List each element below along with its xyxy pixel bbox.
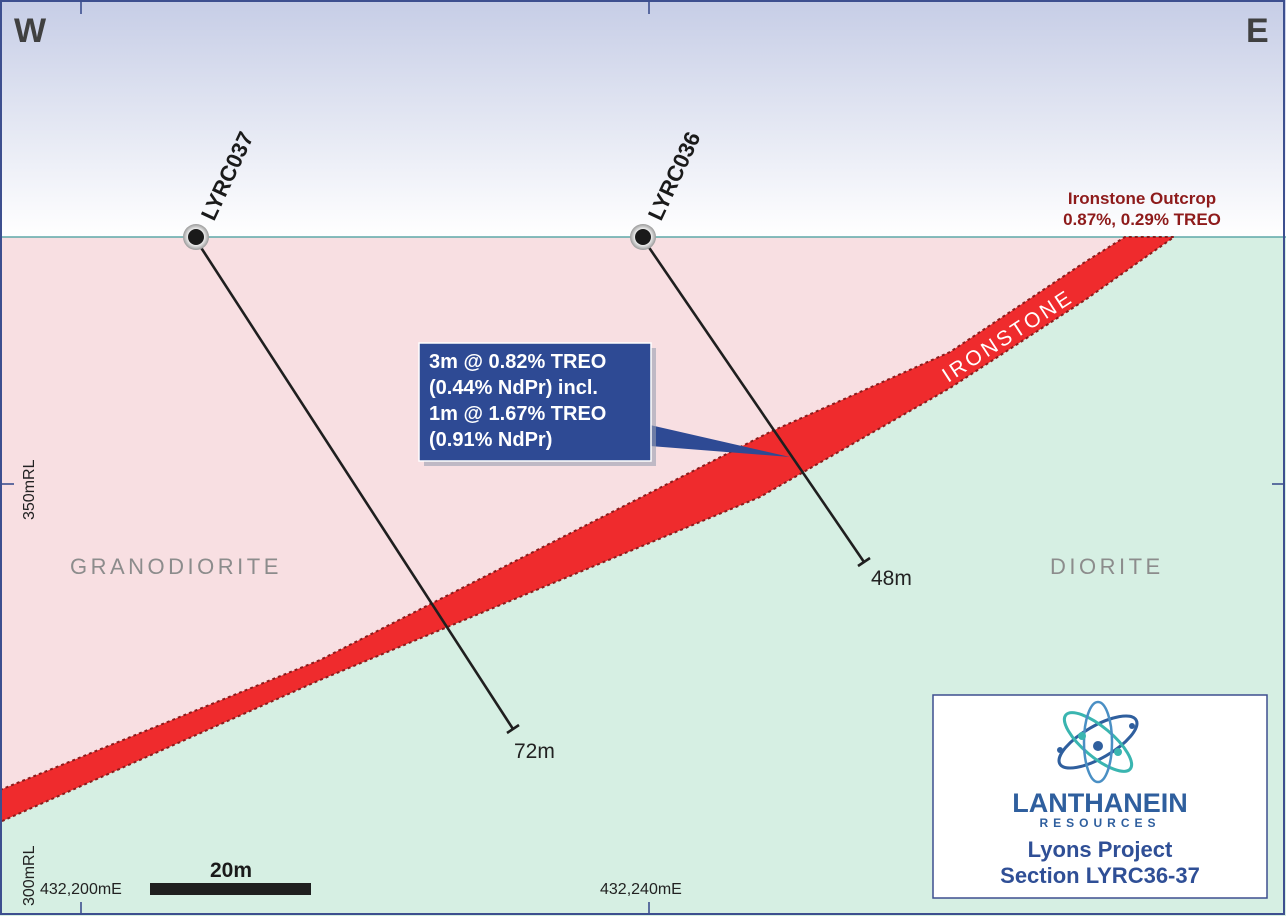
hole-depth-label: 48m — [871, 567, 912, 590]
end-of-hole-tick — [506, 723, 520, 735]
title-block-frame — [932, 694, 1268, 899]
callout-box — [418, 342, 652, 462]
west-label: W — [14, 12, 47, 50]
elevation-label-350: 350mRL — [21, 459, 38, 520]
east-label: E — [1246, 12, 1269, 50]
ironstone-vein — [0, 236, 1178, 824]
callout-pointer — [650, 425, 790, 457]
intercept-callout: 3m @ 0.82% TREO (0.44% NdPr) incl. 1m @ … — [418, 342, 790, 466]
diorite-label: DIORITE — [1050, 554, 1164, 579]
callout-line-3: 1m @ 1.67% TREO — [429, 403, 606, 425]
elevation-label-300: 300mRL — [21, 845, 38, 906]
section-name: Section LYRC36-37 — [1000, 863, 1200, 888]
logo-name: LANTHANEIN — [1012, 788, 1188, 818]
easting-label-left: 432,200mE — [40, 881, 122, 898]
callout-line-1: 3m @ 0.82% TREO — [429, 351, 606, 373]
atom-logo-icon — [1057, 700, 1139, 784]
scale-bar — [150, 883, 311, 895]
callout-line-2: (0.44% NdPr) incl. — [429, 377, 598, 399]
granodiorite-label: GRANODIORITE — [70, 554, 282, 579]
scale-bar-label: 20m — [210, 859, 252, 882]
drillhole-trace — [198, 245, 515, 730]
easting-label-middle: 432,240mE — [600, 881, 682, 898]
callout-line-4: (0.91% NdPr) — [429, 429, 552, 451]
outcrop-title: Ironstone Outcrop — [1068, 189, 1216, 208]
collar-dot — [635, 229, 651, 245]
drillhole-trace — [646, 245, 866, 563]
hole-depth-label: 72m — [514, 740, 555, 763]
outcrop-values: 0.87%, 0.29% TREO — [1063, 210, 1221, 229]
sky-area — [0, 0, 1286, 237]
end-of-hole-tick — [857, 556, 871, 568]
project-name: Lyons Project — [1028, 837, 1173, 862]
collar-dot — [188, 229, 204, 245]
logo-subtitle: RESOURCES — [1039, 816, 1160, 830]
title-block: LANTHANEIN RESOURCES Lyons Project Secti… — [932, 694, 1268, 899]
